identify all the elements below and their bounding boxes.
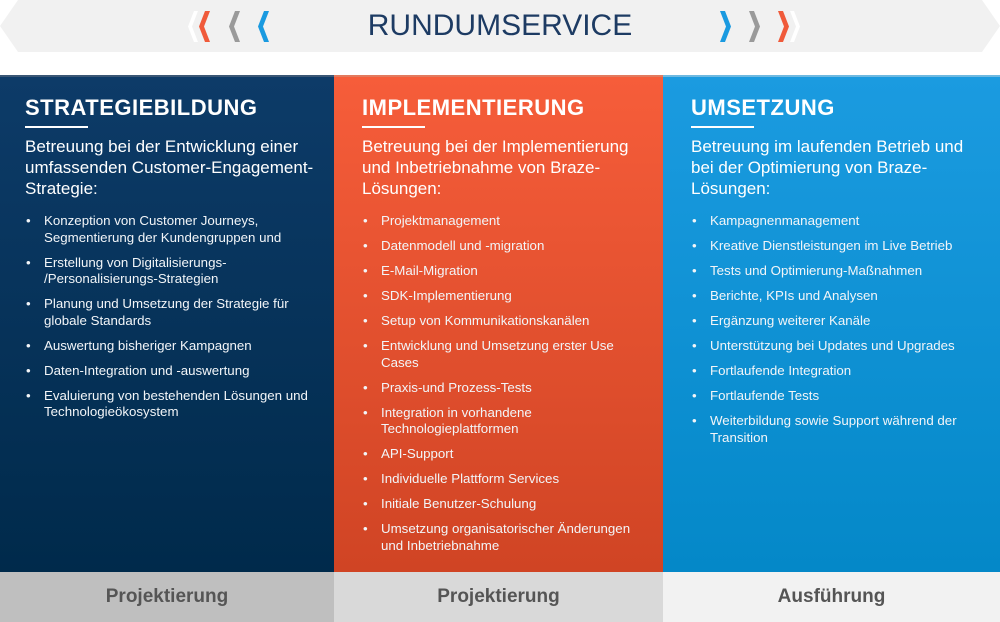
chevron-right-icon (720, 11, 731, 42)
column-heading: IMPLEMENTIERUNG (362, 95, 585, 120)
list-item: Initiale Benutzer-Schulung (362, 496, 643, 513)
list-item: Evaluierung von bestehenden Lösungen und… (25, 388, 314, 421)
item-list: Konzeption von Customer Journeys, Segmen… (25, 213, 314, 421)
list-item: Individuelle Plattform Services (362, 471, 643, 488)
footer-label-projektierung: Projektierung (0, 572, 334, 622)
list-item: Entwicklung und Umsetzung erster Use Cas… (362, 338, 643, 371)
list-item: Auswertung bisheriger Kampagnen (25, 338, 314, 355)
item-list: Projektmanagement Datenmodell und -migra… (362, 213, 643, 554)
column-umsetzung: UMSETZUNG Betreuung im laufenden Betrieb… (663, 75, 1000, 572)
list-item: Weiterbildung sowie Support während der … (691, 413, 980, 446)
chevron-left-icon (188, 11, 198, 42)
list-item: Integration in vorhandene Technologiepla… (362, 405, 643, 438)
column-subtitle: Betreuung bei der Implementierung und In… (362, 137, 629, 198)
column-heading: STRATEGIEBILDUNG (25, 95, 258, 120)
chevron-right-icon (778, 11, 789, 42)
list-item: Planung und Umsetzung der Strategie für … (25, 296, 314, 329)
footer-label-projektierung: Projektierung (334, 572, 663, 622)
column-implementierung: IMPLEMENTIERUNG Betreuung bei der Implem… (334, 75, 663, 572)
phase-footer: Projektierung Projektierung Ausführung (0, 572, 1000, 622)
list-item: Konzeption von Customer Journeys, Segmen… (25, 213, 314, 246)
list-item: SDK-Implementierung (362, 288, 643, 305)
heading-underline (362, 126, 425, 128)
heading-underline (25, 126, 88, 128)
list-item: Ergänzung weiterer Kanäle (691, 313, 980, 330)
list-item: Fortlaufende Tests (691, 388, 980, 405)
list-item: Fortlaufende Integration (691, 363, 980, 380)
column-strategiebildung: STRATEGIEBILDUNG Betreuung bei der Entwi… (0, 75, 334, 572)
list-item: E-Mail-Migration (362, 263, 643, 280)
chevron-right-icon (790, 11, 800, 42)
chevron-left-icon (258, 11, 269, 42)
list-item: Setup von Kommunikationskanälen (362, 313, 643, 330)
list-item: Daten-Integration und -auswertung (25, 363, 314, 380)
item-list: Kampagnenmanagement Kreative Dienstleist… (691, 213, 980, 446)
list-item: Datenmodell und -migration (362, 238, 643, 255)
list-item: Unterstützung bei Updates und Upgrades (691, 338, 980, 355)
list-item: Berichte, KPIs und Analysen (691, 288, 980, 305)
list-item: Kreative Dienstleistungen im Live Betrie… (691, 238, 980, 255)
list-item: Umsetzung organisatorischer Änderungen u… (362, 521, 643, 554)
banner-title: RUNDUMSERVICE (367, 9, 633, 42)
list-item: API-Support (362, 446, 643, 463)
list-item: Erstellung von Digitalisierungs- /Person… (25, 255, 314, 288)
chevron-left-icon (199, 11, 210, 42)
list-item: Projektmanagement (362, 213, 643, 230)
list-item: Praxis-und Prozess-Tests (362, 380, 643, 397)
list-item: Kampagnenmanagement (691, 213, 980, 230)
column-subtitle: Betreuung bei der Entwicklung einer umfa… (25, 137, 314, 198)
list-item: Tests und Optimierung-Maßnahmen (691, 263, 980, 280)
heading-underline (691, 126, 754, 128)
banner: RUNDUMSERVICE (0, 0, 1000, 52)
column-heading: UMSETZUNG (691, 95, 835, 120)
footer-label-ausfuehrung: Ausführung (663, 572, 1000, 622)
chevron-left-icon (229, 11, 240, 42)
chevron-right-icon (749, 11, 760, 42)
column-subtitle: Betreuung im laufenden Betrieb und bei d… (691, 137, 964, 198)
